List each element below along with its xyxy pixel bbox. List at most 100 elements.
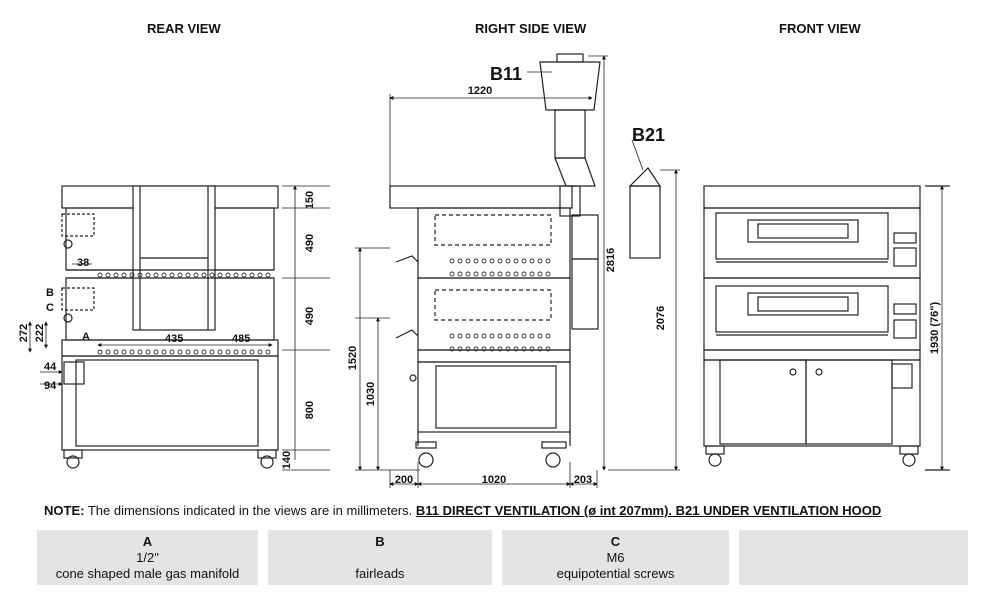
vent-hole bbox=[449, 271, 455, 277]
legend-key: C bbox=[610, 534, 621, 549]
vent-hole bbox=[265, 272, 271, 278]
note-text: The dimensions indicated in the views ar… bbox=[84, 503, 416, 518]
note: NOTE: The dimensions indicated in the vi… bbox=[44, 503, 881, 518]
vent-hole bbox=[97, 272, 103, 278]
vent-hole bbox=[481, 258, 487, 264]
vent-hole bbox=[137, 349, 143, 355]
vent-hole bbox=[465, 333, 471, 339]
vent-hole bbox=[113, 272, 119, 278]
technical-drawing: 150 490 490 800 140 38 435 485 272 222 4… bbox=[18, 53, 950, 488]
vent-hole bbox=[97, 349, 103, 355]
vent-hole bbox=[457, 346, 463, 352]
vent-hole bbox=[249, 349, 255, 355]
side-view-drawing bbox=[389, 53, 662, 468]
vent-hole bbox=[185, 272, 191, 278]
vent-hole bbox=[545, 346, 551, 352]
vent-hole bbox=[545, 258, 551, 264]
vent-hole bbox=[481, 333, 487, 339]
vent-hole bbox=[489, 346, 495, 352]
side-view-title: RIGHT SIDE VIEW bbox=[475, 21, 587, 36]
vent-hole bbox=[473, 333, 479, 339]
vent-hole bbox=[489, 271, 495, 277]
vent-hole bbox=[505, 346, 511, 352]
vent-hole bbox=[497, 333, 503, 339]
vent-hole bbox=[529, 333, 535, 339]
vent-hole bbox=[201, 272, 207, 278]
rear-vent-holes bbox=[97, 272, 271, 355]
dim-490-lower: 490 bbox=[304, 307, 316, 325]
legend-cell-empty bbox=[739, 530, 968, 585]
vent-hole bbox=[225, 272, 231, 278]
vent-hole bbox=[193, 272, 199, 278]
vent-hole bbox=[145, 349, 151, 355]
legend-key: A bbox=[142, 534, 153, 549]
vent-hole bbox=[513, 333, 519, 339]
vent-hole bbox=[153, 272, 159, 278]
dim-150: 150 bbox=[304, 191, 316, 209]
note-ventilation: B11 DIRECT VENTILATION (ø int 207mm). B2… bbox=[415, 503, 882, 518]
vent-hole bbox=[161, 349, 167, 355]
side-vent-holes bbox=[449, 258, 551, 352]
vent-hole bbox=[121, 272, 127, 278]
vent-hole bbox=[537, 333, 543, 339]
vent-hole bbox=[241, 349, 247, 355]
dim-44: 44 bbox=[44, 361, 57, 373]
front-view-drawing bbox=[703, 185, 950, 471]
vent-hole bbox=[497, 346, 503, 352]
vent-hole bbox=[105, 272, 111, 278]
vent-hole bbox=[217, 272, 223, 278]
legend-line2: equipotential screws bbox=[556, 566, 675, 581]
vent-hole bbox=[497, 271, 503, 277]
dim-435: 435 bbox=[165, 333, 183, 345]
vent-hole bbox=[537, 271, 543, 277]
label-b11: B11 bbox=[490, 64, 522, 84]
vent-hole bbox=[489, 333, 495, 339]
vent-hole bbox=[513, 258, 519, 264]
vent-hole bbox=[121, 349, 127, 355]
vent-hole bbox=[257, 349, 263, 355]
vent-hole bbox=[473, 346, 479, 352]
vent-hole bbox=[161, 272, 167, 278]
vent-hole bbox=[529, 258, 535, 264]
vent-hole bbox=[113, 349, 119, 355]
vent-hole bbox=[177, 349, 183, 355]
dim-485: 485 bbox=[232, 333, 250, 345]
dim-1220: 1220 bbox=[468, 85, 492, 97]
legend-line1: 1/2" bbox=[136, 550, 159, 565]
vent-hole bbox=[153, 349, 159, 355]
dim-203: 203 bbox=[574, 474, 592, 486]
legend-cell-a: A 1/2" cone shaped male gas manifold bbox=[37, 530, 258, 585]
marker-b: B bbox=[46, 287, 54, 299]
vent-hole bbox=[505, 271, 511, 277]
vent-hole bbox=[497, 258, 503, 264]
vent-hole bbox=[489, 258, 495, 264]
vent-hole bbox=[249, 272, 255, 278]
dim-38: 38 bbox=[77, 257, 89, 269]
vent-hole bbox=[521, 271, 527, 277]
vent-hole bbox=[225, 349, 231, 355]
vent-hole bbox=[545, 333, 551, 339]
vent-hole bbox=[449, 346, 455, 352]
dim-272: 272 bbox=[18, 324, 30, 342]
vent-hole bbox=[481, 346, 487, 352]
legend-line2: cone shaped male gas manifold bbox=[55, 566, 240, 581]
vent-hole bbox=[473, 271, 479, 277]
legend-cell-b: B fairleads bbox=[268, 530, 492, 585]
vent-hole bbox=[545, 271, 551, 277]
dim-800: 800 bbox=[304, 401, 316, 419]
vent-hole bbox=[457, 271, 463, 277]
vent-hole bbox=[201, 349, 207, 355]
vent-hole bbox=[449, 333, 455, 339]
dim-1020: 1020 bbox=[482, 474, 506, 486]
vent-hole bbox=[537, 346, 543, 352]
note-label: NOTE: bbox=[44, 503, 85, 518]
vent-hole bbox=[521, 333, 527, 339]
dim-1030: 1030 bbox=[365, 382, 377, 406]
vent-hole bbox=[521, 346, 527, 352]
legend-line2: fairleads bbox=[355, 566, 405, 581]
vent-hole bbox=[505, 333, 511, 339]
vent-hole bbox=[473, 258, 479, 264]
dim-2076: 2076 bbox=[655, 306, 667, 330]
vent-hole bbox=[521, 258, 527, 264]
vent-hole bbox=[457, 333, 463, 339]
